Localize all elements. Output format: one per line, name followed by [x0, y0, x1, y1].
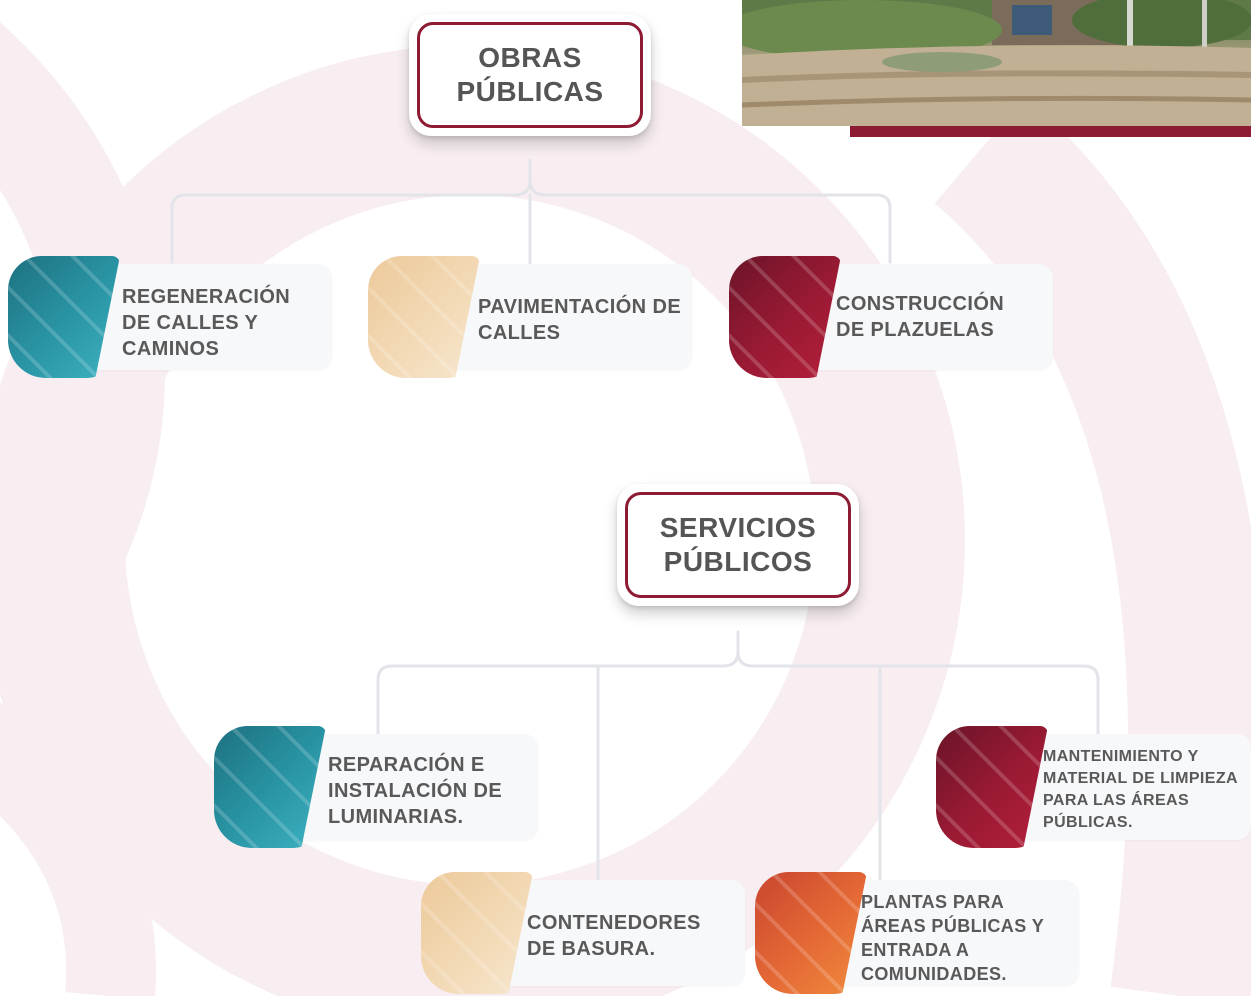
- card-label: REPARACIÓN E INSTALACIÓN DE LUMINARIAS.: [328, 754, 503, 828]
- card-panel: [86, 264, 332, 370]
- card-label: PLANTAS PARA ÁREAS PÚBLICAS Y ENTRADA A …: [861, 892, 1044, 984]
- card-pavimentacion: PAVIMENTACIÓN DE CALLES: [368, 256, 694, 378]
- photo-accent-bar: [850, 126, 1251, 137]
- card-panel: [807, 264, 1053, 370]
- card-panel: [499, 880, 745, 986]
- card-contenedores: CONTENEDORES DE BASURA.: [421, 872, 747, 994]
- road-photo: [742, 0, 1251, 126]
- title-servicios-line2: PÚBLICOS: [663, 546, 813, 577]
- title-servicios-publicos-frame: SERVICIOS PÚBLICOS: [625, 492, 851, 598]
- background-swirl-bottom: [0, 702, 156, 996]
- card-panel: [833, 880, 1079, 986]
- card-label: REGENERACIÓN DE CALLES Y CAMINOS: [122, 286, 291, 360]
- title-servicios-publicos: SERVICIOS PÚBLICOS: [617, 484, 859, 606]
- card-color-tile: [729, 256, 841, 378]
- title-servicios-line1: SERVICIOS: [659, 512, 817, 543]
- card-label: PAVIMENTACIÓN DE CALLES: [478, 296, 682, 344]
- card-label: CONTENEDORES DE BASURA.: [527, 912, 701, 960]
- title-obras-line2: PÚBLICAS: [456, 76, 604, 107]
- connectors-servicios: [376, 630, 1100, 882]
- card-panel: [1014, 734, 1251, 840]
- card-regeneracion: REGENERACIÓN DE CALLES Y CAMINOS: [8, 256, 334, 378]
- title-obras-publicas-frame: OBRAS PÚBLICAS: [417, 22, 643, 128]
- connectors-obras: [170, 158, 892, 287]
- card-panel: [292, 734, 538, 840]
- card-plantas: PLANTAS PARA ÁREAS PÚBLICAS Y ENTRADA A …: [755, 872, 1081, 994]
- card-panel: [446, 264, 692, 370]
- card-mantenimiento: MANTENIMIENTO Y MATERIAL DE LIMPIEZA PAR…: [936, 726, 1251, 848]
- title-obras-line1: OBRAS: [478, 42, 582, 73]
- card-label: MANTENIMIENTO Y MATERIAL DE LIMPIEZA PAR…: [1043, 748, 1238, 831]
- title-obras-publicas: OBRAS PÚBLICAS: [409, 14, 651, 136]
- card-label: CONSTRUCCIÓN DE PLAZUELAS: [836, 293, 1005, 341]
- card-construccion: CONSTRUCCIÓN DE PLAZUELAS: [729, 256, 1055, 378]
- card-luminarias: REPARACIÓN E INSTALACIÓN DE LUMINARIAS.: [214, 726, 540, 848]
- road-photo-image: [742, 0, 1251, 126]
